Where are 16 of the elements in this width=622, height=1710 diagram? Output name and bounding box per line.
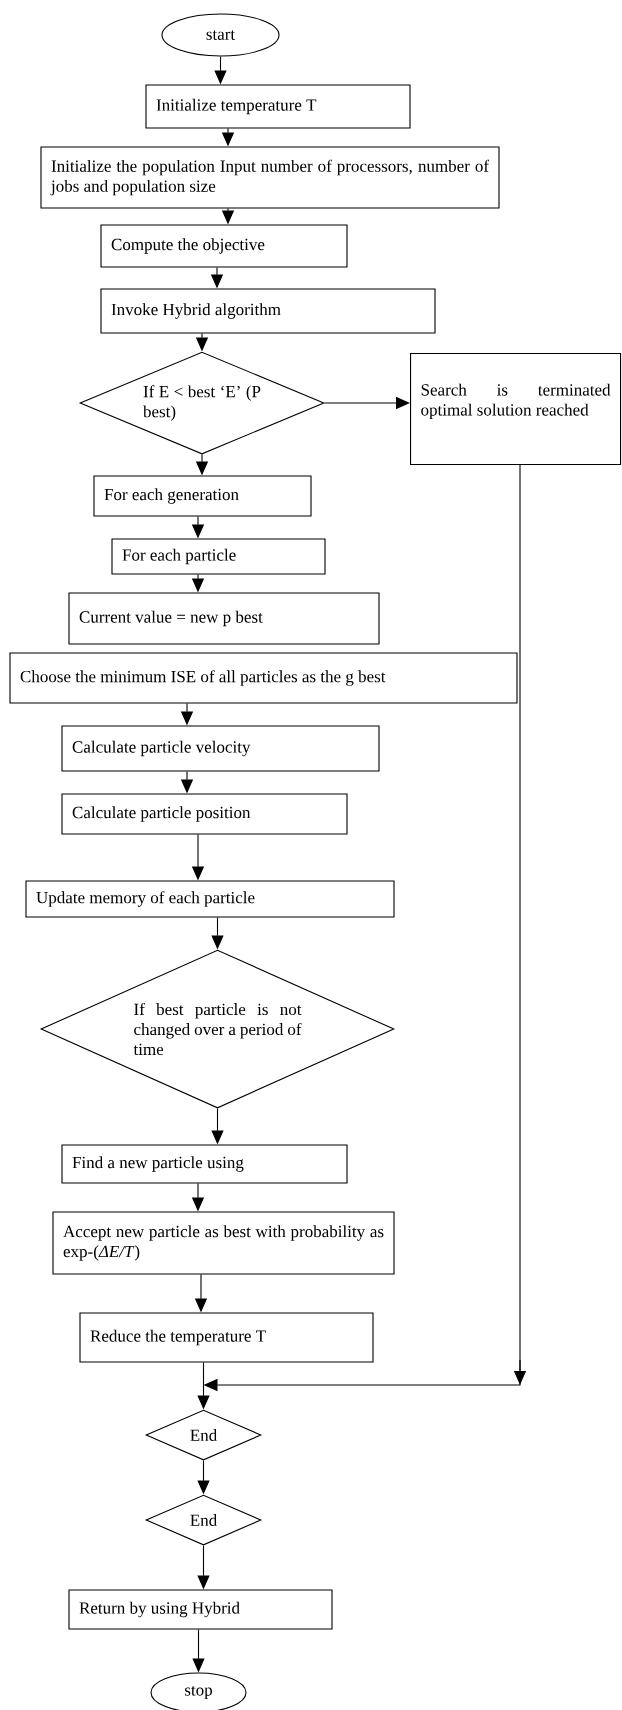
process-box: For each generation: [93, 475, 312, 517]
process-box: Find a new particle using: [61, 1144, 348, 1184]
process-box: Search is terminated optimal solution reached: [410, 353, 622, 466]
process-box: Invoke Hybrid algorithm: [100, 288, 436, 334]
process-box: Calculate particle velocity: [61, 725, 380, 772]
process-box: For each particle: [111, 538, 326, 575]
process-box: Choose the minimum ISE of all particles as the g best: [9, 652, 518, 704]
process-box: Initialize temperature T: [145, 84, 411, 129]
process-box: Compute the objective: [100, 224, 348, 268]
process-box: Initialize the population Input number of processors, number of jobs and population size: [40, 146, 500, 209]
process-box: Accept new particle as best with probability as exp-(ΔE/T): [52, 1211, 395, 1275]
process-box: Return by using Hybrid: [68, 1589, 333, 1630]
process-box: Current value = new p best: [68, 592, 380, 645]
process-box: Reduce the temperature T: [79, 1312, 374, 1363]
process-box: Calculate particle position: [61, 793, 348, 835]
process-box: Update memory of each particle: [25, 880, 395, 918]
